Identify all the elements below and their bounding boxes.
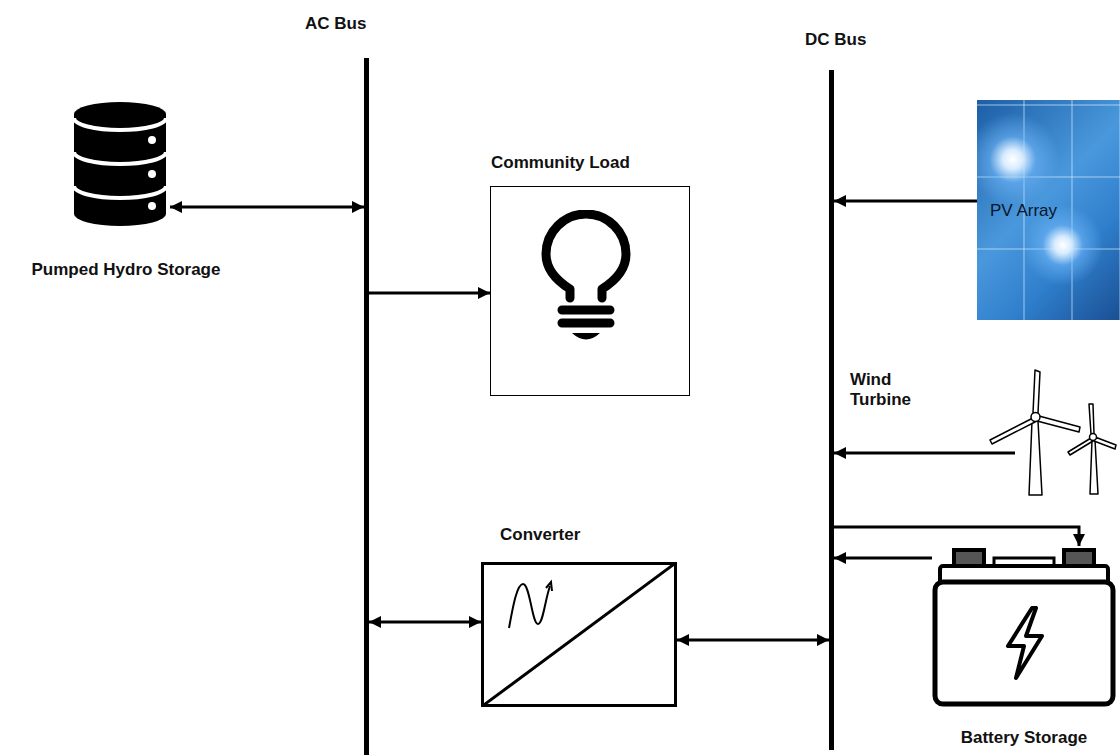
node-label: DC Bus — [805, 30, 866, 50]
dc-bus-bar: DC Bus — [829, 70, 834, 750]
pv-array-panel: PV Array — [977, 100, 1120, 320]
battery-terminal — [1064, 550, 1094, 566]
turbine-blade — [1068, 438, 1093, 455]
battery-terminal — [954, 550, 984, 566]
connector-arrow — [677, 639, 829, 642]
database-dot — [148, 136, 156, 144]
turbine-blade — [990, 418, 1035, 444]
turbine-blade — [1089, 404, 1094, 434]
connector-arrow — [170, 206, 364, 209]
connector-arrow — [834, 452, 1015, 455]
load-box: Community Load — [490, 186, 690, 396]
ac-bus-bar: AC Bus — [364, 58, 369, 755]
database-ring — [74, 186, 166, 198]
database-dot — [148, 170, 156, 178]
turbine-hub — [1031, 413, 1040, 422]
database-dot — [148, 202, 156, 210]
node-label: Community Load — [491, 153, 630, 173]
turbine-tower — [1090, 440, 1098, 494]
node-label: Battery Storage — [932, 728, 1116, 748]
converter-box: Converter — [481, 562, 677, 707]
turbine-tower — [1029, 421, 1042, 495]
bulb-icon — [540, 210, 632, 344]
connector-arrow — [834, 200, 977, 203]
node-label: Pumped Hydro Storage — [8, 260, 244, 280]
battery-icon — [932, 546, 1116, 708]
battery-body — [935, 582, 1113, 704]
node-label: Wind Turbine — [850, 370, 940, 411]
turbine-blade — [1037, 416, 1080, 432]
bulb-tip — [572, 333, 600, 340]
sine-wave — [509, 584, 550, 628]
lightning-bolt — [1008, 608, 1042, 678]
database-ring — [74, 118, 166, 130]
bulb-glass — [546, 214, 626, 298]
bulb-base — [562, 310, 610, 323]
database-body — [74, 102, 166, 226]
connector-arrow — [834, 527, 1079, 546]
turbine-hub — [1090, 434, 1097, 441]
turbine-blade — [1094, 437, 1116, 449]
connector-arrow — [834, 557, 932, 560]
storage-node: Pumped Hydro Storage — [8, 98, 244, 290]
node-label: Converter — [500, 525, 580, 545]
connector-arrow — [369, 292, 490, 295]
turbine-blade — [1033, 370, 1040, 413]
node-label: PV Array — [990, 201, 1057, 221]
sine-arrow — [546, 582, 552, 591]
wind-node: Wind Turbine — [846, 366, 1120, 498]
database-icon — [70, 100, 170, 228]
converter-symbol — [481, 562, 677, 707]
connector-arrow — [369, 621, 481, 624]
converter-diagonal — [481, 562, 677, 707]
node-label: AC Bus — [305, 14, 366, 34]
battery-node: Battery Storage — [932, 546, 1116, 752]
wind-turbine-icon — [988, 366, 1120, 498]
database-ring — [74, 152, 166, 164]
